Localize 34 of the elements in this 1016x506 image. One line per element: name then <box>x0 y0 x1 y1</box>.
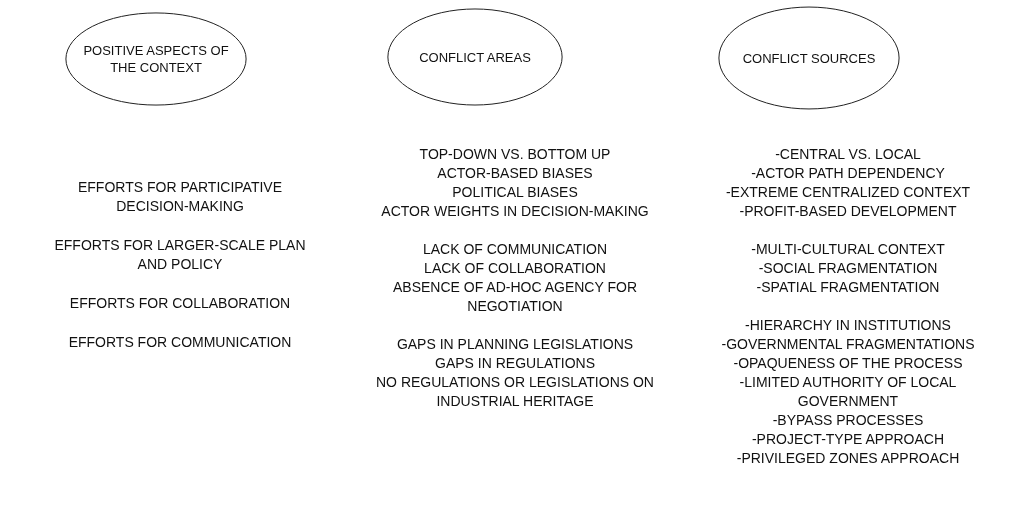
ellipse-node <box>65 12 247 106</box>
list-text: LACK OF COLLABORATION <box>424 259 606 278</box>
node-title: CONFLICT AREAS <box>418 48 532 66</box>
node-title: POSITIVE ASPECTS OF THE CONTEXT <box>82 42 230 76</box>
list-text: GAPS IN PLANNING LEGISLATIONS <box>396 335 634 354</box>
list-text: -GOVERNMENTAL FRAGMENTATIONS <box>721 335 975 354</box>
list-text: -PROJECT-TYPE APPROACH <box>751 430 945 449</box>
node-title: CONFLICT SOURCES <box>741 49 877 67</box>
list-text: -LIMITED AUTHORITY OF LOCAL GOVERNMENT <box>738 373 958 411</box>
ellipse-node <box>718 6 900 110</box>
list-text: POLITICAL BIASES <box>452 183 578 202</box>
list-text: ACTOR-BASED BIASES <box>437 164 593 183</box>
list-text: -HIERARCHY IN INSTITUTIONS <box>745 316 951 335</box>
list-text: ACTOR WEIGHTS IN DECISION-MAKING <box>381 202 649 221</box>
list-text: -ACTOR PATH DEPENDENCY <box>751 164 945 183</box>
list-text: GAPS IN REGULATIONS <box>435 354 595 373</box>
list-text: -MULTI-CULTURAL CONTEXT <box>751 240 945 259</box>
list-text: EFFORTS FOR PARTICIPATIVE DECISION-MAKING <box>76 178 284 216</box>
list-text: EFFORTS FOR COLLABORATION <box>69 294 291 313</box>
list-text: -EXTREME CENTRALIZED CONTEXT <box>725 183 971 202</box>
ellipse-node <box>387 8 563 106</box>
list-text: EFFORTS FOR LARGER-SCALE PLAN AND POLICY <box>53 236 307 274</box>
list-text: -CENTRAL VS. LOCAL <box>775 145 921 164</box>
list-text: -SOCIAL FRAGMENTATION <box>758 259 938 278</box>
list-text: -OPAQUENESS OF THE PROCESS <box>733 354 963 373</box>
list-text: -PRIVILEGED ZONES APPROACH <box>736 449 960 468</box>
list-text: LACK OF COMMUNICATION <box>422 240 608 259</box>
list-text: -BYPASS PROCESSES <box>772 411 924 430</box>
list-text: NO REGULATIONS OR LEGISLATIONS ON INDUSTRIAL HERITAGE <box>375 373 655 411</box>
list-text: -SPATIAL FRAGMENTATION <box>756 278 940 297</box>
list-text: ABSENCE OF AD-HOC AGENCY FOR NEGOTIATION <box>392 278 638 316</box>
list-text: -PROFIT-BASED DEVELOPMENT <box>739 202 957 221</box>
list-text: EFFORTS FOR COMMUNICATION <box>68 333 292 352</box>
list-text: TOP-DOWN VS. BOTTOM UP <box>419 145 611 164</box>
